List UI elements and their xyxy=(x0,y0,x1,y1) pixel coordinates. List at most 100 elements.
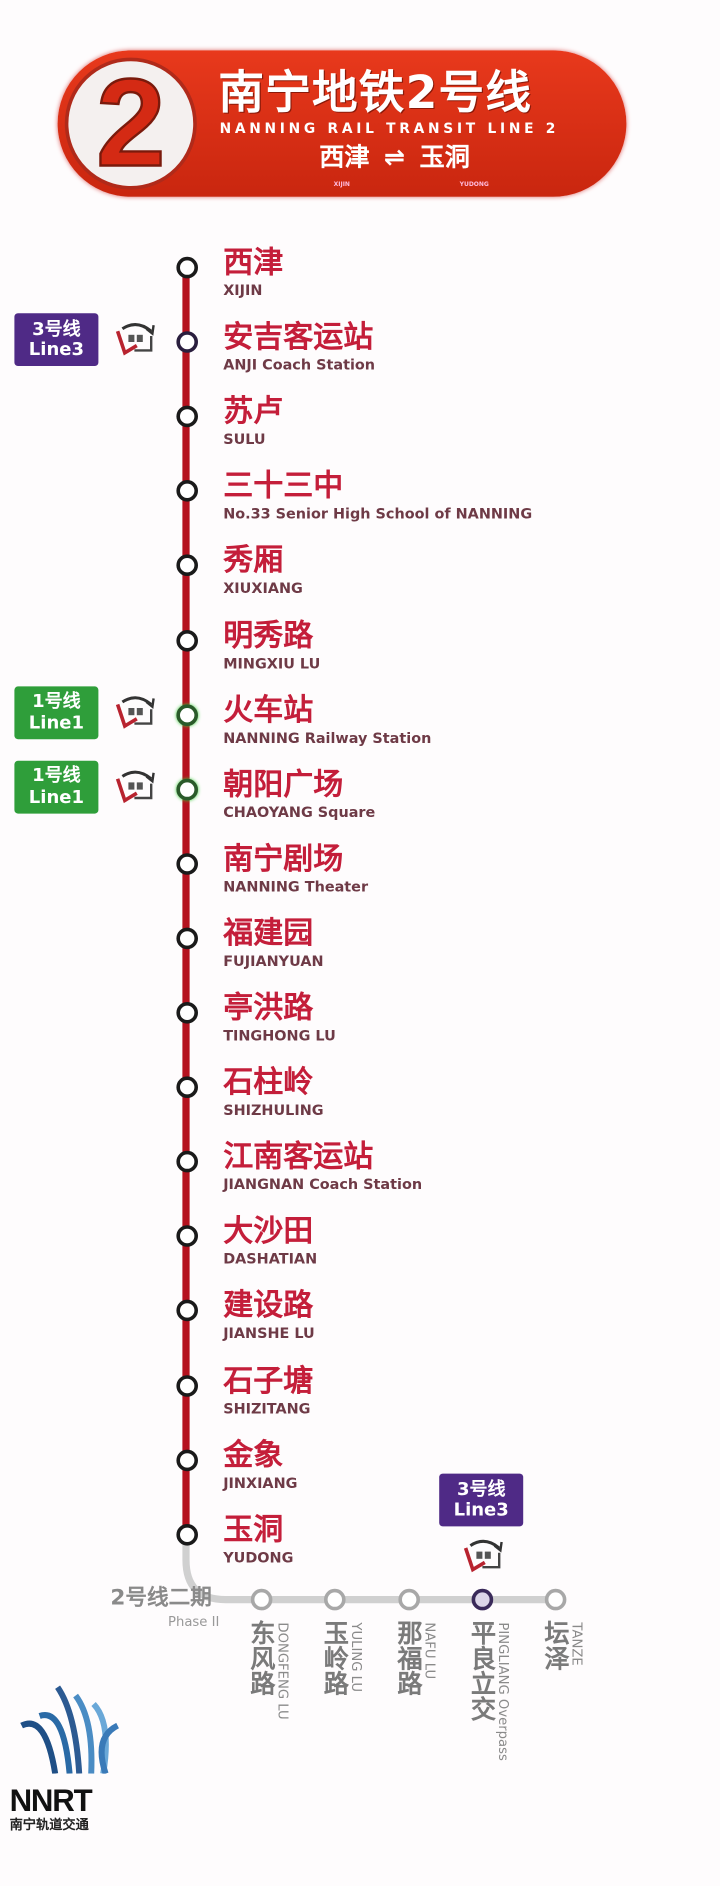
phase2-station-marker[interactable] xyxy=(545,1588,567,1611)
terminus-from: 西津 xyxy=(319,142,370,172)
station-marker[interactable] xyxy=(176,703,199,726)
station-name-en: No.33 Senior High School of NANNING xyxy=(223,505,533,523)
station-marker[interactable] xyxy=(176,1002,199,1024)
station-marker[interactable] xyxy=(176,1151,199,1173)
station-marker[interactable] xyxy=(176,1374,199,1397)
station-name-en: SHIZITANG xyxy=(223,1399,311,1417)
page-subtitle: NANNING RAIL TRANSIT LINE 2 xyxy=(219,120,560,137)
terminus-from-en: XIJIN xyxy=(333,181,350,189)
station-marker[interactable] xyxy=(176,1300,199,1322)
station-name[interactable]: 朝阳广场 xyxy=(223,766,344,802)
station-marker[interactable] xyxy=(176,927,199,950)
station-name-en: NANNING Theater xyxy=(223,878,369,895)
transfer-line-en: Line3 xyxy=(453,1498,509,1521)
terminus-to: 玉洞 xyxy=(419,142,470,172)
station-marker[interactable] xyxy=(176,256,199,279)
transfer-icon xyxy=(110,766,156,807)
phase2-station-name[interactable]: 那福路 xyxy=(394,1620,424,1696)
termini: 西津 ⇌ 玉洞 xyxy=(312,143,477,173)
station-marker[interactable] xyxy=(176,1449,199,1471)
station-name-en: FUJIANYUAN xyxy=(223,952,324,970)
station-name[interactable]: 江南客运站 xyxy=(223,1139,374,1174)
phase2-station-name-en: YULING LU xyxy=(348,1622,364,1693)
station-name[interactable]: 石子塘 xyxy=(223,1362,314,1398)
station-marker[interactable] xyxy=(176,629,199,651)
station-name[interactable]: 福建园 xyxy=(223,915,314,951)
logo-subtext: 南宁轨道交通 xyxy=(9,1816,89,1833)
station-name[interactable]: 安吉客运站 xyxy=(223,319,374,355)
station-name[interactable]: 大沙田 xyxy=(223,1213,314,1249)
station-name-en: XIJIN xyxy=(223,282,263,299)
station-name-en: ANJI Coach Station xyxy=(223,356,376,374)
phase2-station-name[interactable]: 坛泽 xyxy=(541,1620,571,1671)
transfer-line-cn: 1号线 xyxy=(32,690,81,713)
station-marker[interactable] xyxy=(176,480,199,502)
transfer-line-en: Line1 xyxy=(28,711,84,733)
transfer-icon xyxy=(458,1536,504,1577)
station-marker[interactable] xyxy=(176,778,199,801)
station-marker[interactable] xyxy=(176,554,199,577)
phase2-station-marker[interactable] xyxy=(250,1588,273,1611)
station-name-en: JIANSHE LU xyxy=(223,1325,315,1343)
station-name[interactable]: 玉洞 xyxy=(223,1511,284,1547)
transfer-line-en: Line1 xyxy=(28,785,84,808)
station-marker[interactable] xyxy=(176,1076,199,1099)
station-name-en: JINXIANG xyxy=(223,1474,298,1492)
phase2-station-name[interactable]: 玉岭路 xyxy=(320,1620,350,1696)
phase2-station-name-en: DONGFENG LU xyxy=(274,1622,291,1720)
transfer-line-cn: 3号线 xyxy=(32,317,81,340)
phase2-station-name-en: NAFU LU xyxy=(421,1622,438,1680)
station-name-en: SHIZHULING xyxy=(223,1101,324,1119)
station-marker[interactable] xyxy=(176,405,199,428)
station-name-en: CHAOYANG Square xyxy=(223,803,376,821)
phase2-station-name[interactable]: 东风路 xyxy=(247,1620,276,1696)
phase2-station-marker[interactable] xyxy=(324,1588,346,1611)
station-name[interactable]: 建设路 xyxy=(223,1288,314,1323)
nnrt-logo-icon xyxy=(20,1685,120,1775)
station-name[interactable]: 南宁剧场 xyxy=(223,840,344,876)
phase2-station-name-en: TANZE xyxy=(569,1622,585,1666)
station-name[interactable]: 金象 xyxy=(223,1437,284,1472)
station-marker[interactable] xyxy=(176,1523,199,1546)
bidirectional-arrow-icon: ⇌ xyxy=(384,142,406,172)
station-name[interactable]: 明秀路 xyxy=(223,617,314,653)
station-name[interactable]: 火车站 xyxy=(223,691,314,727)
station-marker[interactable] xyxy=(176,331,199,353)
phase2-station-marker[interactable] xyxy=(471,1588,494,1611)
station-name-en: YUDONG xyxy=(223,1548,294,1566)
phase2-label-en: Phase II xyxy=(168,1614,220,1630)
station-name-en: NANNING Railway Station xyxy=(223,729,432,746)
station-name-en: DASHATIAN xyxy=(223,1250,318,1268)
phase2-line xyxy=(182,1526,560,1604)
station-name-en: TINGHONG LU xyxy=(223,1027,336,1044)
nnrt-logo: NNRT 南宁轨道交通 xyxy=(10,1678,130,1834)
station-name[interactable]: 苏卢 xyxy=(223,393,284,429)
phase2-station-name-en: PINGLIANG Overpass xyxy=(495,1622,512,1761)
phase2-station-marker[interactable] xyxy=(397,1588,420,1611)
station-name-en: MINGXIU LU xyxy=(223,654,321,672)
station-marker[interactable] xyxy=(176,852,199,875)
transfer-line-cn: 3号线 xyxy=(456,1478,506,1500)
line-number: 2 xyxy=(95,57,167,190)
station-name[interactable]: 秀厢 xyxy=(223,542,284,578)
station-name[interactable]: 石柱岭 xyxy=(223,1064,314,1100)
transfer-line-cn: 1号线 xyxy=(32,764,81,787)
station-name[interactable]: 西津 xyxy=(223,244,284,280)
phase2-label: 2号线二期 xyxy=(110,1585,212,1611)
station-marker[interactable] xyxy=(176,1225,199,1248)
transfer-line-en: Line3 xyxy=(28,338,84,361)
line-number-badge: 2 xyxy=(64,57,197,190)
station-name-en: SULU xyxy=(223,431,266,448)
logo-text: NNRT xyxy=(9,1782,93,1819)
phase2-station-name[interactable]: 平良立交 xyxy=(467,1620,497,1721)
terminus-to-en: YUDONG xyxy=(459,181,489,189)
station-name-en: JIANGNAN Coach Station xyxy=(223,1176,423,1194)
station-name[interactable]: 三十三中 xyxy=(223,468,344,504)
station-name[interactable]: 亭洪路 xyxy=(223,990,314,1025)
page-title: 南宁地铁2号线 xyxy=(218,66,533,119)
